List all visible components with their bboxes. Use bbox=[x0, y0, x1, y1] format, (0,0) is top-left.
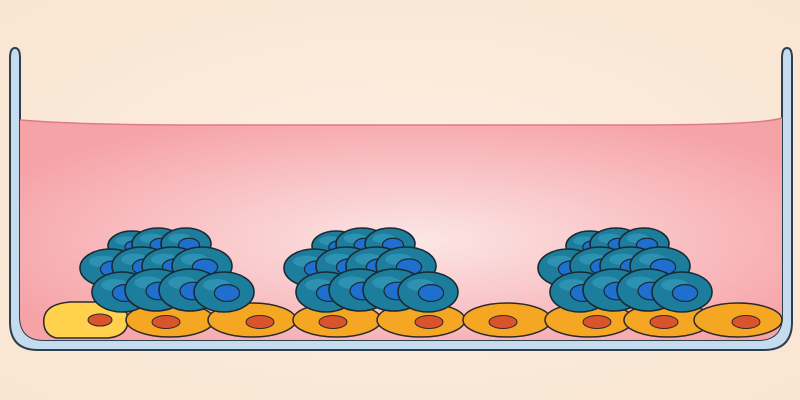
feeder-cell bbox=[693, 302, 783, 338]
cell-nucleus bbox=[417, 284, 445, 303]
colony-cell bbox=[193, 271, 255, 313]
cell-colony bbox=[283, 227, 459, 313]
cell-colony bbox=[537, 227, 713, 313]
cell-nucleus bbox=[671, 284, 699, 303]
feeder-cell bbox=[462, 302, 552, 338]
cell-nucleus bbox=[731, 315, 761, 329]
feeder-cell-layer bbox=[43, 301, 783, 339]
cell-nucleus bbox=[213, 284, 241, 303]
cell-nucleus bbox=[414, 315, 444, 329]
cell-nucleus bbox=[245, 315, 275, 329]
cell-nucleus bbox=[488, 315, 518, 329]
culture-dish-wall bbox=[9, 46, 793, 351]
cell-nucleus bbox=[318, 315, 348, 329]
cell-colony bbox=[79, 227, 255, 313]
feeder-cell bbox=[43, 301, 129, 339]
cell-nucleus bbox=[582, 315, 612, 329]
cell-nucleus bbox=[649, 315, 679, 329]
colony-cell bbox=[397, 271, 459, 313]
cell-nucleus bbox=[87, 313, 113, 327]
colony-cell bbox=[651, 271, 713, 313]
cell-colonies bbox=[79, 227, 713, 313]
medium-surface-line bbox=[19, 117, 783, 126]
cell-nucleus bbox=[151, 315, 181, 329]
